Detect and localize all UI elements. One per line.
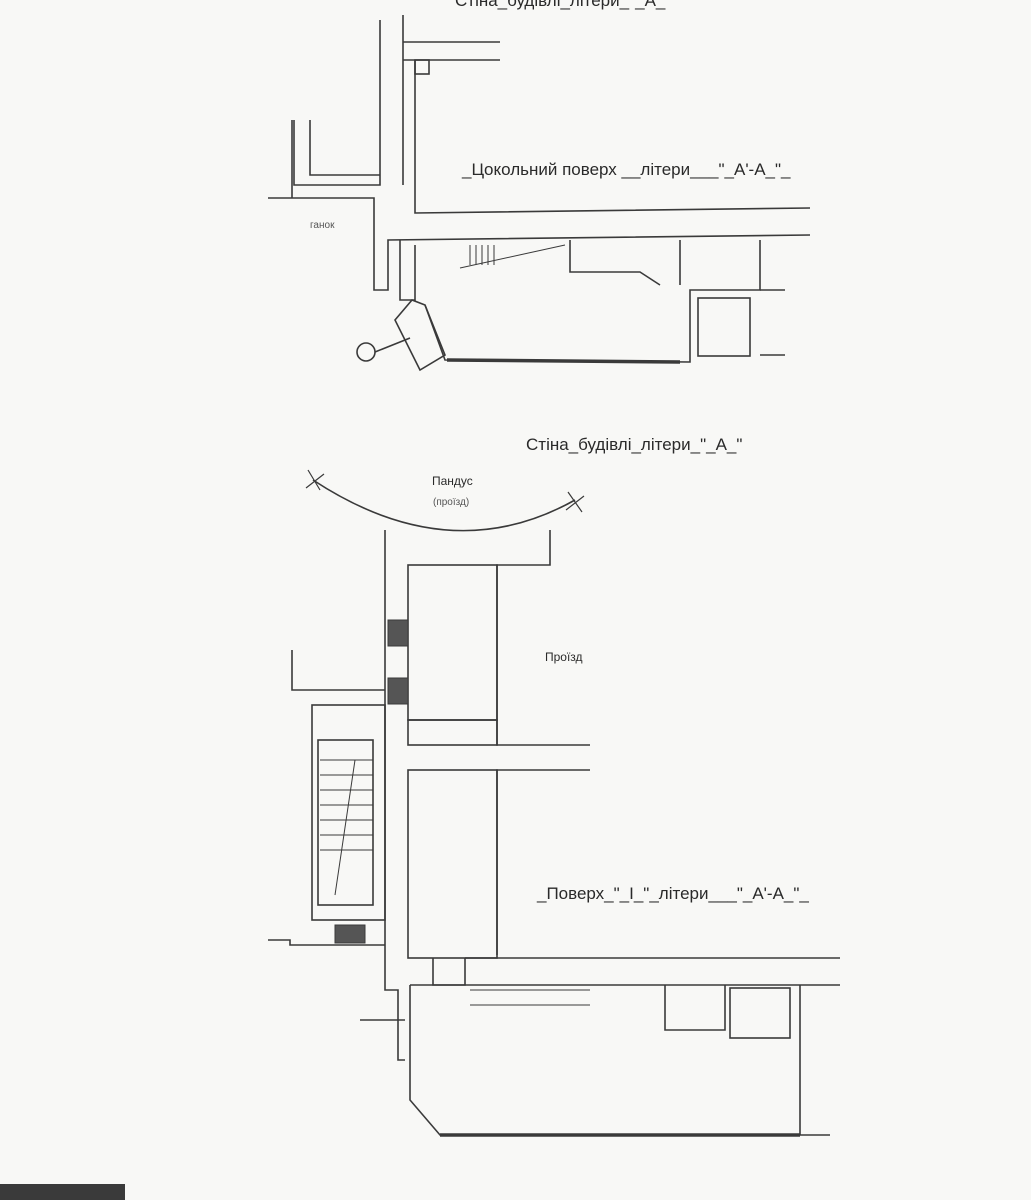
passage-label: Проїзд <box>545 650 583 664</box>
ramp-arc <box>312 479 576 532</box>
first-floor-plan <box>268 469 840 1137</box>
basement-plan <box>268 15 811 372</box>
basement-title: _Цокольний поверх __літери___"_А'-А_"_ <box>462 160 791 179</box>
first-floor-title: _Поверх_"_І_"_літери___"_А'-А_"_ <box>537 884 809 903</box>
wall-caption: Стіна_будівлі_літери_"_А_" <box>526 435 743 454</box>
porch-label: ганок <box>310 220 335 231</box>
ramp-label: Пандус <box>432 474 473 488</box>
dark-bar <box>0 1184 125 1200</box>
ramp-sublabel: (проїзд) <box>433 497 470 508</box>
top-cut-caption: Стіна_будівлі_літери_"_А_" <box>455 0 672 10</box>
